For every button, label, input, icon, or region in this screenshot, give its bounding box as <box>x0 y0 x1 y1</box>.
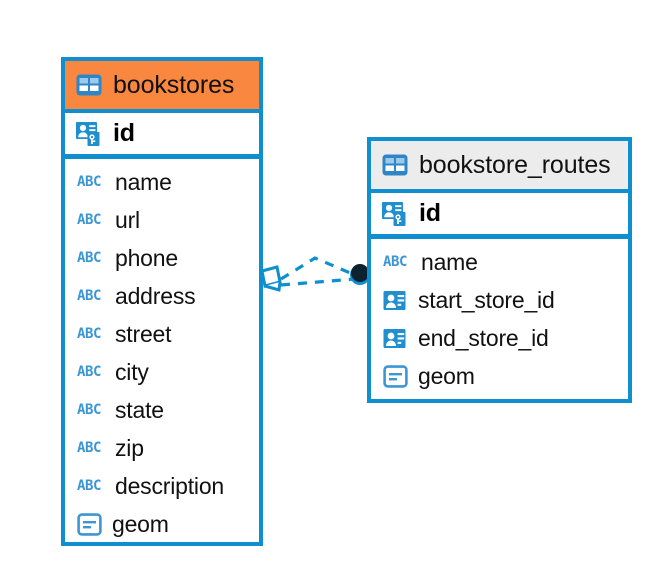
field-row-primary-key[interactable]: id <box>371 193 628 239</box>
field-label: phone <box>115 244 178 271</box>
foreign-key-icon <box>383 327 408 350</box>
field-list-bookstores: ABC name ABC url ABC phone ABC address A… <box>65 159 259 543</box>
primary-key-icon <box>382 201 409 227</box>
field-row-phone[interactable]: ABC phone <box>65 239 259 277</box>
field-row-street[interactable]: ABC street <box>65 315 259 353</box>
field-row-zip[interactable]: ABC zip <box>65 429 259 467</box>
relationship-connector[interactable] <box>255 243 380 305</box>
abc-icon: ABC <box>383 254 408 270</box>
relationship-line-upper <box>280 256 356 281</box>
field-row-address[interactable]: ABC address <box>65 277 259 315</box>
field-row-name[interactable]: ABC name <box>65 163 259 201</box>
field-label: geom <box>112 510 169 537</box>
entity-title: bookstores <box>113 70 235 99</box>
field-row-geom[interactable]: geom <box>65 505 259 543</box>
field-row-state[interactable]: ABC state <box>65 391 259 429</box>
field-row-primary-key[interactable]: id <box>65 113 259 159</box>
entity-bookstores[interactable]: bookstores id <box>61 57 263 546</box>
entity-title: bookstore_routes <box>419 150 611 179</box>
field-label: end_store_id <box>418 324 549 351</box>
foreign-key-icon <box>383 289 408 312</box>
diamond-marker <box>260 265 282 292</box>
abc-icon: ABC <box>77 250 102 266</box>
field-row-end-store-id[interactable]: end_store_id <box>371 319 628 357</box>
field-label: state <box>115 396 164 423</box>
abc-icon: ABC <box>77 478 102 494</box>
table-icon <box>76 74 102 96</box>
abc-icon: ABC <box>77 402 102 418</box>
field-row-start-store-id[interactable]: start_store_id <box>371 281 628 319</box>
field-label: address <box>115 282 196 309</box>
geometry-icon <box>383 364 408 388</box>
entity-header-bookstores[interactable]: bookstores <box>65 61 259 113</box>
field-label: zip <box>115 434 144 461</box>
field-label: city <box>115 358 149 385</box>
field-label: geom <box>418 362 475 389</box>
field-label: url <box>115 206 140 233</box>
field-row-city[interactable]: ABC city <box>65 353 259 391</box>
field-label: street <box>115 320 172 347</box>
abc-icon: ABC <box>77 212 102 228</box>
field-label: name <box>421 248 478 275</box>
abc-icon: ABC <box>77 440 102 456</box>
abc-icon: ABC <box>77 364 102 380</box>
field-label: id <box>419 199 441 227</box>
field-row-name[interactable]: ABC name <box>371 243 628 281</box>
field-row-description[interactable]: ABC description <box>65 467 259 505</box>
field-label: description <box>115 472 225 499</box>
field-list-bookstore-routes: ABC name start_store_id <box>371 239 628 395</box>
abc-icon: ABC <box>77 288 102 304</box>
abc-icon: ABC <box>77 174 102 190</box>
primary-key-icon <box>76 121 103 147</box>
field-label: start_store_id <box>418 286 555 313</box>
field-row-url[interactable]: ABC url <box>65 201 259 239</box>
geometry-icon <box>77 512 102 536</box>
entity-bookstore-routes[interactable]: bookstore_routes id <box>367 137 632 403</box>
field-label: id <box>113 119 135 147</box>
field-label: name <box>115 168 172 195</box>
abc-icon: ABC <box>77 326 102 342</box>
table-icon <box>382 154 408 176</box>
entity-header-bookstore-routes[interactable]: bookstore_routes <box>371 141 628 193</box>
field-row-geom[interactable]: geom <box>371 357 628 395</box>
relationship-line-lower <box>280 277 356 287</box>
